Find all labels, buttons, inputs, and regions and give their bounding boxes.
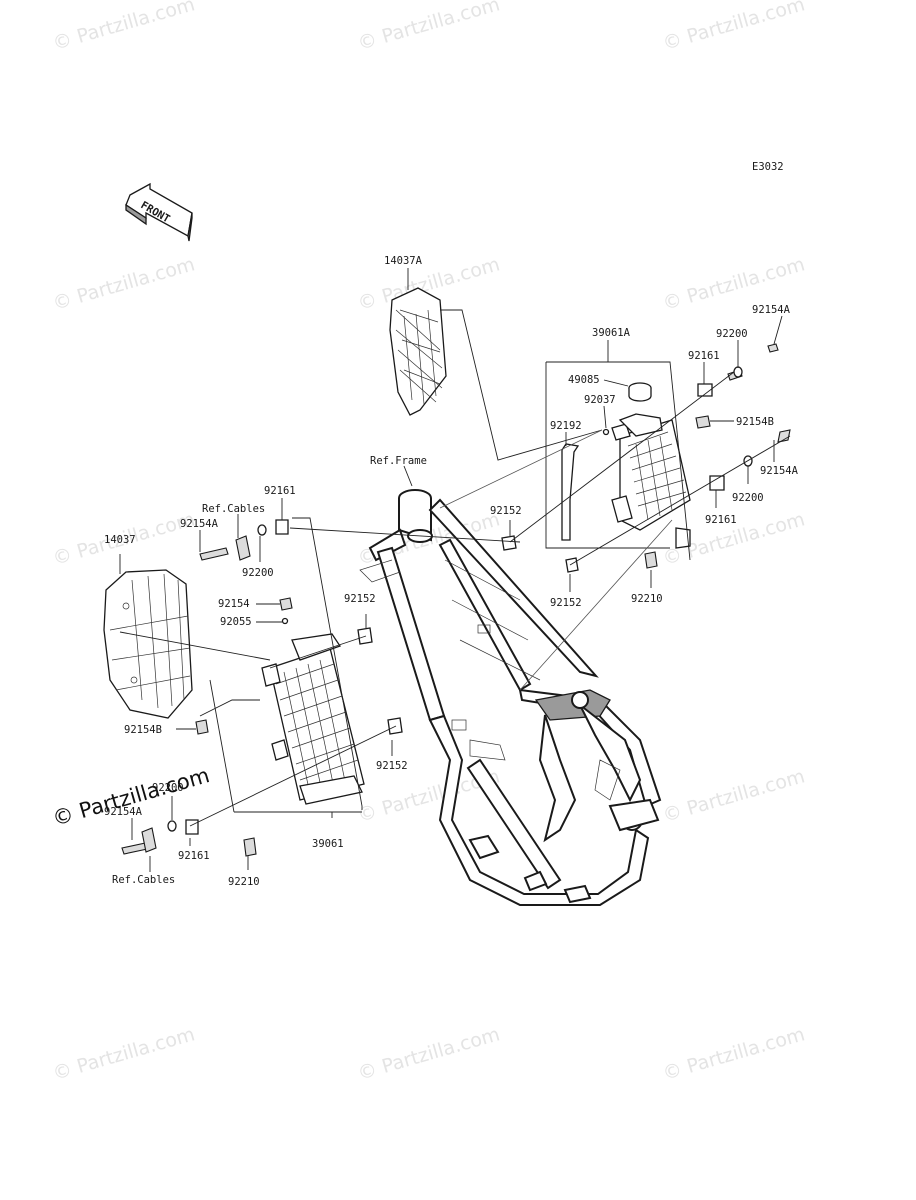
radiator-left: [261, 633, 365, 805]
radiator-cap-right: [628, 382, 652, 402]
label-92154A-top: 92154A: [752, 304, 791, 316]
label-92154B-left: 92154B: [124, 724, 162, 736]
label-92037: 92037: [584, 394, 616, 406]
label-92210-right: 92210: [631, 593, 663, 605]
shroud-right: [389, 287, 447, 416]
label-92161-left: 92161: [264, 485, 296, 497]
breather-hose: [561, 443, 580, 541]
label-92200-left: 92200: [242, 567, 274, 579]
label-92161-top: 92161: [688, 350, 720, 362]
label-14037: 14037: [104, 534, 136, 546]
watermark: © Partzilla.com: [355, 0, 502, 55]
label-14037A: 14037A: [384, 255, 423, 267]
diagram-code: E3032: [752, 161, 784, 173]
label-92154B-top: 92154B: [736, 416, 774, 428]
label-92152-d: 92152: [376, 760, 408, 772]
watermark: © Partzilla.com: [50, 0, 197, 55]
part-labels: 14037A 39061A 92154A 92200 92161 49085 9…: [104, 255, 799, 888]
label-39061A: 39061A: [592, 327, 631, 339]
label-92200-bottom: 92200: [152, 782, 184, 794]
label-92161-right: 92161: [705, 514, 737, 526]
label-92210-bottom: 92210: [228, 876, 260, 888]
label-92154A-right: 92154A: [760, 465, 799, 477]
label-92154: 92154: [218, 598, 250, 610]
label-92154A-bottom: 92154A: [104, 806, 143, 818]
label-92192: 92192: [550, 420, 582, 432]
shroud-left: [103, 569, 193, 719]
label-92200-right: 92200: [732, 492, 764, 504]
label-92152-c: 92152: [344, 593, 376, 605]
leader-lines: [119, 268, 791, 872]
watermark: © Partzilla.com: [660, 1023, 807, 1085]
label-92200-top: 92200: [716, 328, 748, 340]
watermark: © Partzilla.com: [355, 1023, 502, 1085]
radiator-right: [611, 413, 691, 549]
label-39061: 39061: [312, 838, 344, 850]
label-49085: 49085: [568, 374, 600, 386]
watermark: © Partzilla.com: [50, 1023, 197, 1085]
label-ref-frame: Ref.Frame: [370, 455, 427, 467]
watermark: © Partzilla.com: [660, 0, 807, 55]
label-92152-b: 92152: [550, 597, 582, 609]
front-arrow-icon: FRONT: [125, 182, 193, 242]
label-92152-a: 92152: [490, 505, 522, 517]
watermark-grid: © Partzilla.com © Partzilla.com © Partzi…: [50, 0, 808, 1085]
label-92055: 92055: [220, 616, 252, 628]
label-ref-cables-top: Ref.Cables: [202, 503, 265, 515]
watermark: © Partzilla.com: [660, 765, 807, 827]
label-92161-bottom: 92161: [178, 850, 210, 862]
motorcycle-frame: [359, 489, 662, 906]
watermark: © Partzilla.com: [50, 253, 197, 315]
label-ref-cables-bottom: Ref.Cables: [112, 874, 175, 886]
label-92154A-left: 92154A: [180, 518, 219, 530]
